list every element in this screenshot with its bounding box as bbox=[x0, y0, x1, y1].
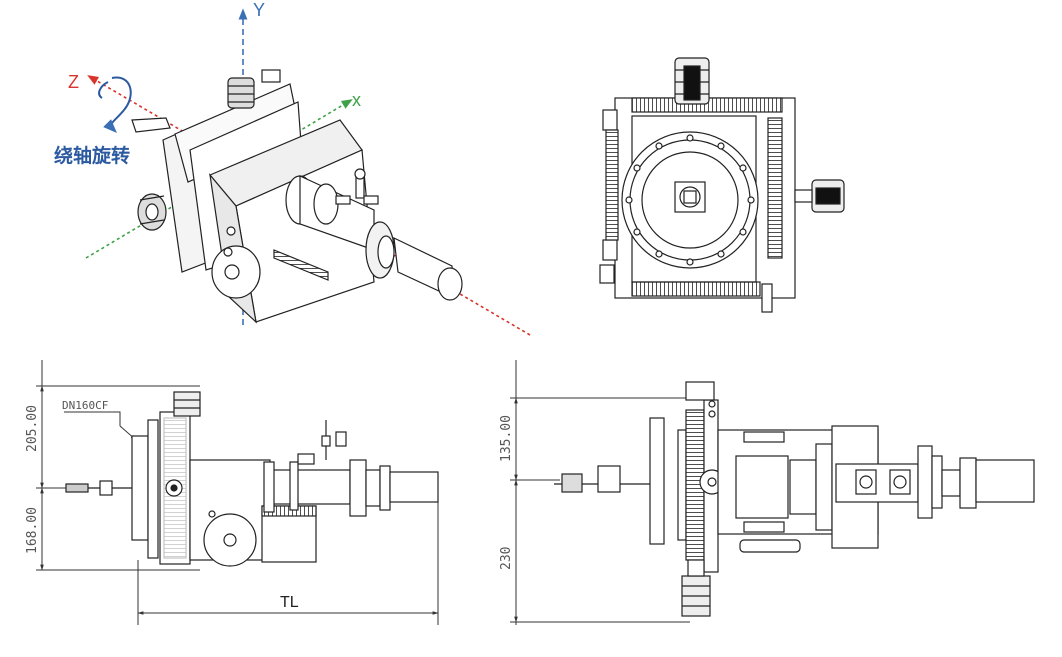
rotation-label: 绕轴旋转 bbox=[54, 144, 130, 167]
side-dim-lower: 168.00 bbox=[25, 507, 40, 554]
isometric-machine bbox=[131, 69, 463, 324]
x-axis-label: x bbox=[352, 90, 361, 110]
z-axis-label: Z bbox=[68, 72, 79, 92]
y-axis-label: Y bbox=[253, 0, 265, 20]
side-dim-length: TL bbox=[280, 594, 299, 611]
side-dim-upper: 205.00 bbox=[25, 405, 40, 452]
top-dim-lower: 230 bbox=[499, 547, 514, 570]
front-view bbox=[599, 57, 845, 313]
top-machine bbox=[554, 381, 1035, 617]
rotation-arrow-back bbox=[98, 81, 109, 99]
rotation-arrow-icon bbox=[103, 76, 132, 133]
isometric-view: Y Z x 绕轴旋转 bbox=[54, 0, 531, 336]
top-dim-upper: 135.00 bbox=[499, 415, 514, 462]
flange-label: DN160CF bbox=[62, 399, 108, 412]
side-machine bbox=[65, 391, 439, 567]
side-view: 205.00 168.00 TL DN160CF bbox=[25, 360, 439, 625]
flange-bolts bbox=[625, 134, 755, 266]
top-view: 135.00 230 bbox=[499, 360, 1035, 625]
